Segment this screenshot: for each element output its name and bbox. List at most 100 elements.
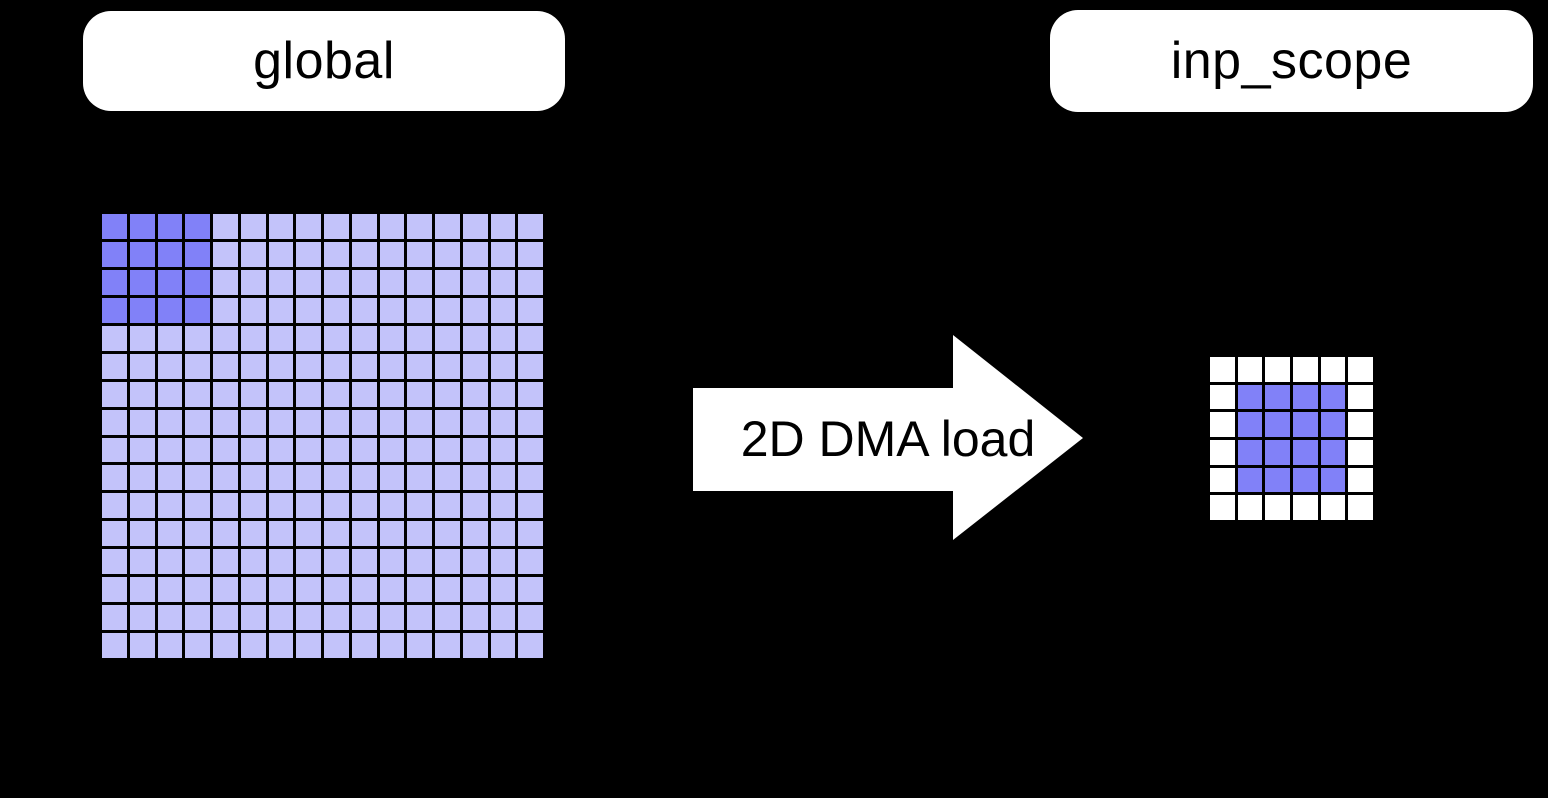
grid-cell	[185, 353, 210, 379]
grid-cell	[157, 605, 183, 631]
grid-cell	[462, 269, 488, 295]
grid-cell	[240, 493, 266, 519]
grid-cell	[324, 214, 349, 239]
grid-cell-highlighted	[185, 269, 210, 295]
grid-cell	[296, 465, 321, 491]
grid-cell	[129, 325, 155, 351]
grid-cell	[379, 381, 405, 407]
grid-cell	[324, 437, 349, 463]
grid-cell	[1292, 495, 1318, 520]
grid-cell	[102, 549, 127, 575]
grid-cell	[351, 409, 377, 435]
grid-cell	[213, 605, 238, 631]
grid-cell-highlighted	[1265, 439, 1290, 465]
grid-cell	[435, 269, 460, 295]
grid-cell	[435, 241, 460, 267]
grid-cell	[296, 605, 321, 631]
grid-cell	[268, 605, 294, 631]
grid-cell	[490, 465, 516, 491]
grid-cell	[268, 465, 294, 491]
grid-cell	[462, 521, 488, 547]
grid-cell	[351, 214, 377, 239]
grid-cell-highlighted	[129, 297, 155, 323]
grid-cell-highlighted	[129, 214, 155, 239]
grid-cell	[407, 409, 432, 435]
grid-cell	[435, 214, 460, 239]
grid-cell	[157, 521, 183, 547]
grid-cell	[268, 493, 294, 519]
grid-cell	[1320, 357, 1346, 382]
grid-cell	[240, 269, 266, 295]
grid-cell	[435, 633, 460, 658]
grid-cell	[379, 269, 405, 295]
grid-cell	[157, 549, 183, 575]
grid-cell	[351, 465, 377, 491]
grid-cell	[490, 325, 516, 351]
grid-cell	[490, 549, 516, 575]
grid-cell	[518, 493, 543, 519]
grid-cell	[157, 381, 183, 407]
grid-cell	[462, 241, 488, 267]
grid-cell	[157, 633, 183, 658]
grid-cell	[518, 465, 543, 491]
grid-cell	[268, 214, 294, 239]
grid-cell	[296, 409, 321, 435]
grid-cell	[407, 214, 432, 239]
grid-cell	[213, 521, 238, 547]
grid-cell	[296, 493, 321, 519]
grid-cell	[157, 437, 183, 463]
grid-cell	[462, 437, 488, 463]
grid-cell	[490, 633, 516, 658]
grid-cell	[518, 521, 543, 547]
grid-cell	[268, 409, 294, 435]
grid-cell	[490, 297, 516, 323]
grid-cell	[157, 577, 183, 603]
grid-cell	[351, 437, 377, 463]
grid-cell-highlighted	[102, 241, 127, 267]
grid-cell	[324, 633, 349, 658]
grid-cell	[1348, 467, 1373, 493]
grid-cell-highlighted	[185, 297, 210, 323]
grid-cell	[407, 353, 432, 379]
grid-cell	[157, 465, 183, 491]
grid-cell	[462, 605, 488, 631]
grid-cell	[490, 521, 516, 547]
grid-cell	[1348, 384, 1373, 410]
grid-cell	[379, 409, 405, 435]
grid-cell	[129, 381, 155, 407]
grid-cell	[407, 297, 432, 323]
grid-cell	[379, 353, 405, 379]
grid-cell	[157, 325, 183, 351]
grid-cell	[379, 297, 405, 323]
grid-cell	[1265, 495, 1290, 520]
grid-cell	[102, 353, 127, 379]
global-label: global	[83, 11, 565, 111]
grid-cell	[490, 381, 516, 407]
grid-cell	[296, 353, 321, 379]
grid-cell	[240, 409, 266, 435]
grid-cell-highlighted	[1292, 412, 1318, 437]
grid-cell	[1210, 495, 1235, 520]
grid-cell-highlighted	[102, 214, 127, 239]
grid-cell	[518, 297, 543, 323]
grid-cell	[240, 465, 266, 491]
grid-cell	[268, 297, 294, 323]
grid-cell-highlighted	[102, 297, 127, 323]
grid-cell	[407, 269, 432, 295]
grid-cell	[213, 214, 238, 239]
grid-cell	[379, 577, 405, 603]
grid-cell	[102, 325, 127, 351]
grid-cell	[379, 605, 405, 631]
grid-cell	[324, 325, 349, 351]
grid-cell	[518, 437, 543, 463]
grid-cell	[185, 409, 210, 435]
grid-cell	[324, 269, 349, 295]
grid-cell-highlighted	[185, 241, 210, 267]
grid-cell-highlighted	[1292, 384, 1318, 410]
grid-cell	[462, 409, 488, 435]
grid-cell	[185, 465, 210, 491]
grid-cell	[240, 549, 266, 575]
grid-cell	[1348, 495, 1373, 520]
grid-cell	[324, 521, 349, 547]
grid-cell	[490, 605, 516, 631]
